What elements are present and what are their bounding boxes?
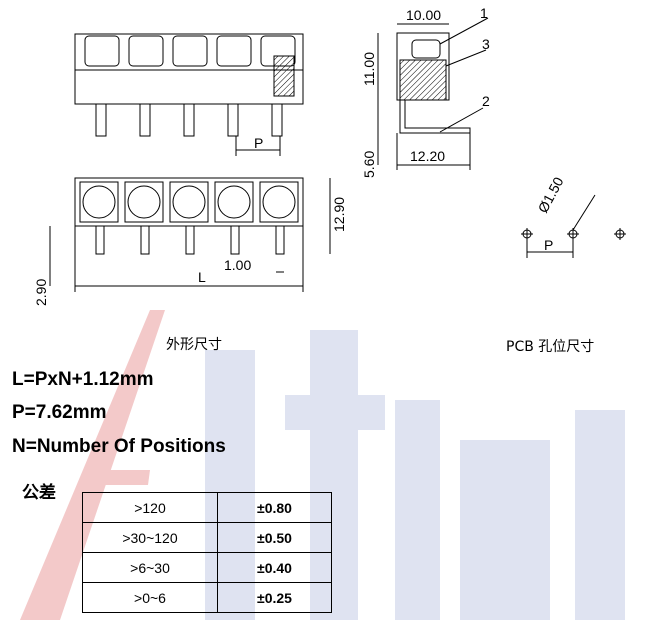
dim-offset: 2.90 [33,279,49,306]
table-row: >6~30 ±0.40 [82,552,332,583]
dim-depth: 12.20 [410,148,445,164]
formula-length: L=PxN+1.12mm [12,369,154,390]
formula-pitch: P=7.62mm [12,402,107,423]
tolerance-value: ±0.40 [217,552,332,583]
table-row: >120 ±0.80 [82,492,332,523]
dim-pin-size: 1.00 [224,257,251,273]
tolerance-title: 公差 [22,483,56,503]
pcb-hole-layout [521,194,626,258]
front-elevation [74,33,304,156]
tolerance-range: >30~120 [82,522,218,553]
dim-height-side: 11.00 [361,52,377,86]
formula-positions: N=Number Of Positions [12,436,226,457]
tolerance-range: >6~30 [82,552,218,583]
dim-pitch: P [254,135,263,151]
tolerance-value: ±0.50 [217,522,332,553]
dim-height-front: 12.90 [331,197,347,232]
tolerance-table: >120 ±0.80 >30~120 ±0.50 >6~30 ±0.40 >0~… [82,492,332,613]
dim-lead-length: 5.60 [361,151,377,178]
caption-outline: 外形尺寸 [166,337,222,353]
dim-length: L [198,269,206,285]
dim-hole-diameter: Ø1.50 [535,174,567,215]
tolerance-value: ±0.80 [217,492,332,523]
callout-3: 3 [482,36,490,52]
tolerance-range: >0~6 [82,582,218,613]
caption-pcb: PCB 孔位尺寸 [506,339,595,355]
table-row: >30~120 ±0.50 [82,522,332,553]
side-view [377,17,489,170]
top-view [49,177,331,292]
tolerance-range: >120 [82,492,218,523]
table-row: >0~6 ±0.25 [82,582,332,613]
callout-1: 1 [480,5,488,21]
dim-pitch-pcb: P [544,237,553,253]
dim-width-top: 10.00 [406,7,441,23]
callout-2: 2 [482,93,490,109]
tolerance-value: ±0.25 [217,582,332,613]
watermark-letter-a [20,310,165,620]
